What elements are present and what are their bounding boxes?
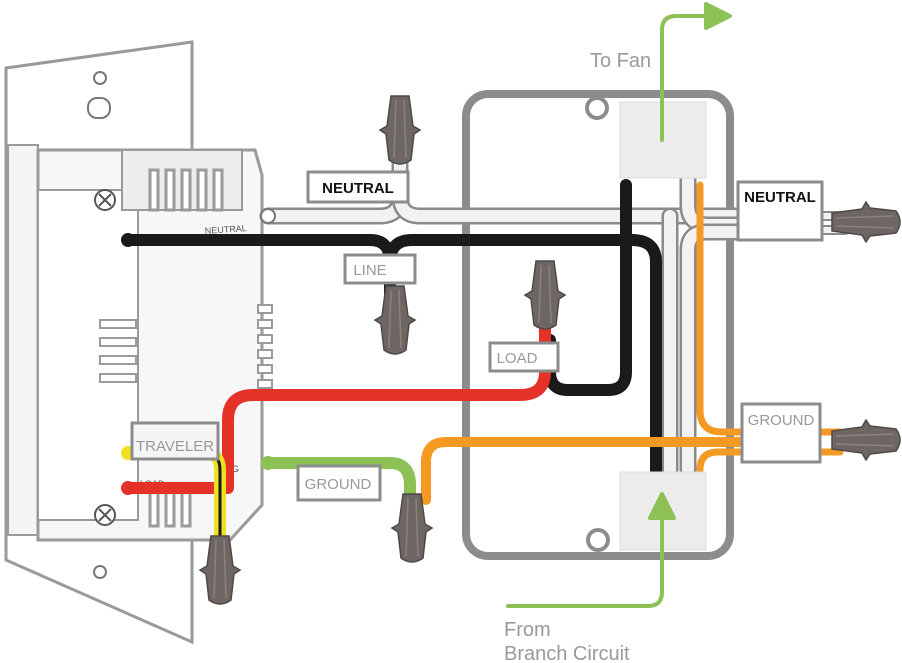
switch-vent-fins-side (99, 304, 273, 389)
ground-box-tag: GROUND (740, 402, 822, 464)
plate-slot-top (87, 97, 111, 119)
line-tag: LINE (343, 253, 417, 285)
switch-mounting-strap (7, 144, 39, 536)
to-fan-arrow-icon (660, 2, 732, 142)
plate-screw-hole-top (93, 71, 107, 85)
red-wires (121, 319, 551, 495)
plate-screw-hole-bottom (93, 565, 107, 579)
from-branch-label-line2: Branch Circuit (504, 643, 630, 663)
load-tag: LOAD (488, 341, 560, 373)
orange-ground-wires (421, 181, 844, 505)
wire-nut-icon (199, 535, 241, 605)
switch-vent-fins-bottom (148, 488, 192, 528)
ground-switch-tag-text: GROUND (305, 476, 372, 493)
wire-nut-icon (379, 95, 421, 165)
neutral-box-tag: NEUTRAL (736, 180, 824, 242)
screw-icon (94, 504, 116, 526)
from-branch-label-line1: From (504, 619, 551, 641)
wire-nut-icon (831, 201, 901, 243)
to-fan-label: To Fan (590, 50, 651, 72)
neutral-switch-tag-text: NEUTRAL (322, 180, 394, 197)
traveler-tag: TRAVELER (130, 421, 220, 461)
switch-neutral-terminal-label: NEUTRAL (204, 223, 247, 236)
line-tag-text: LINE (353, 262, 386, 279)
neutral-box-tag-text: NEUTRAL (744, 189, 816, 206)
green-ground-wire (261, 456, 416, 506)
switch-ground-terminal-label: G (232, 464, 239, 474)
box-screw-hole-bottom (586, 528, 610, 552)
ground-switch-tag: GROUND (296, 464, 382, 502)
screw-icon (94, 189, 116, 211)
from-branch-arrow-icon (506, 492, 676, 608)
neutral-switch-tag: NEUTRAL (306, 170, 410, 204)
wire-nut-icon (374, 285, 416, 355)
ground-box-tag-text: GROUND (748, 412, 815, 429)
switch-vent-fins-top (148, 168, 224, 212)
switch-assembly: NEUTRAL LOAD G (4, 40, 273, 645)
traveler-tag-text: TRAVELER (136, 438, 214, 455)
box-screw-hole-top (585, 96, 609, 120)
load-tag-text: LOAD (497, 350, 538, 367)
